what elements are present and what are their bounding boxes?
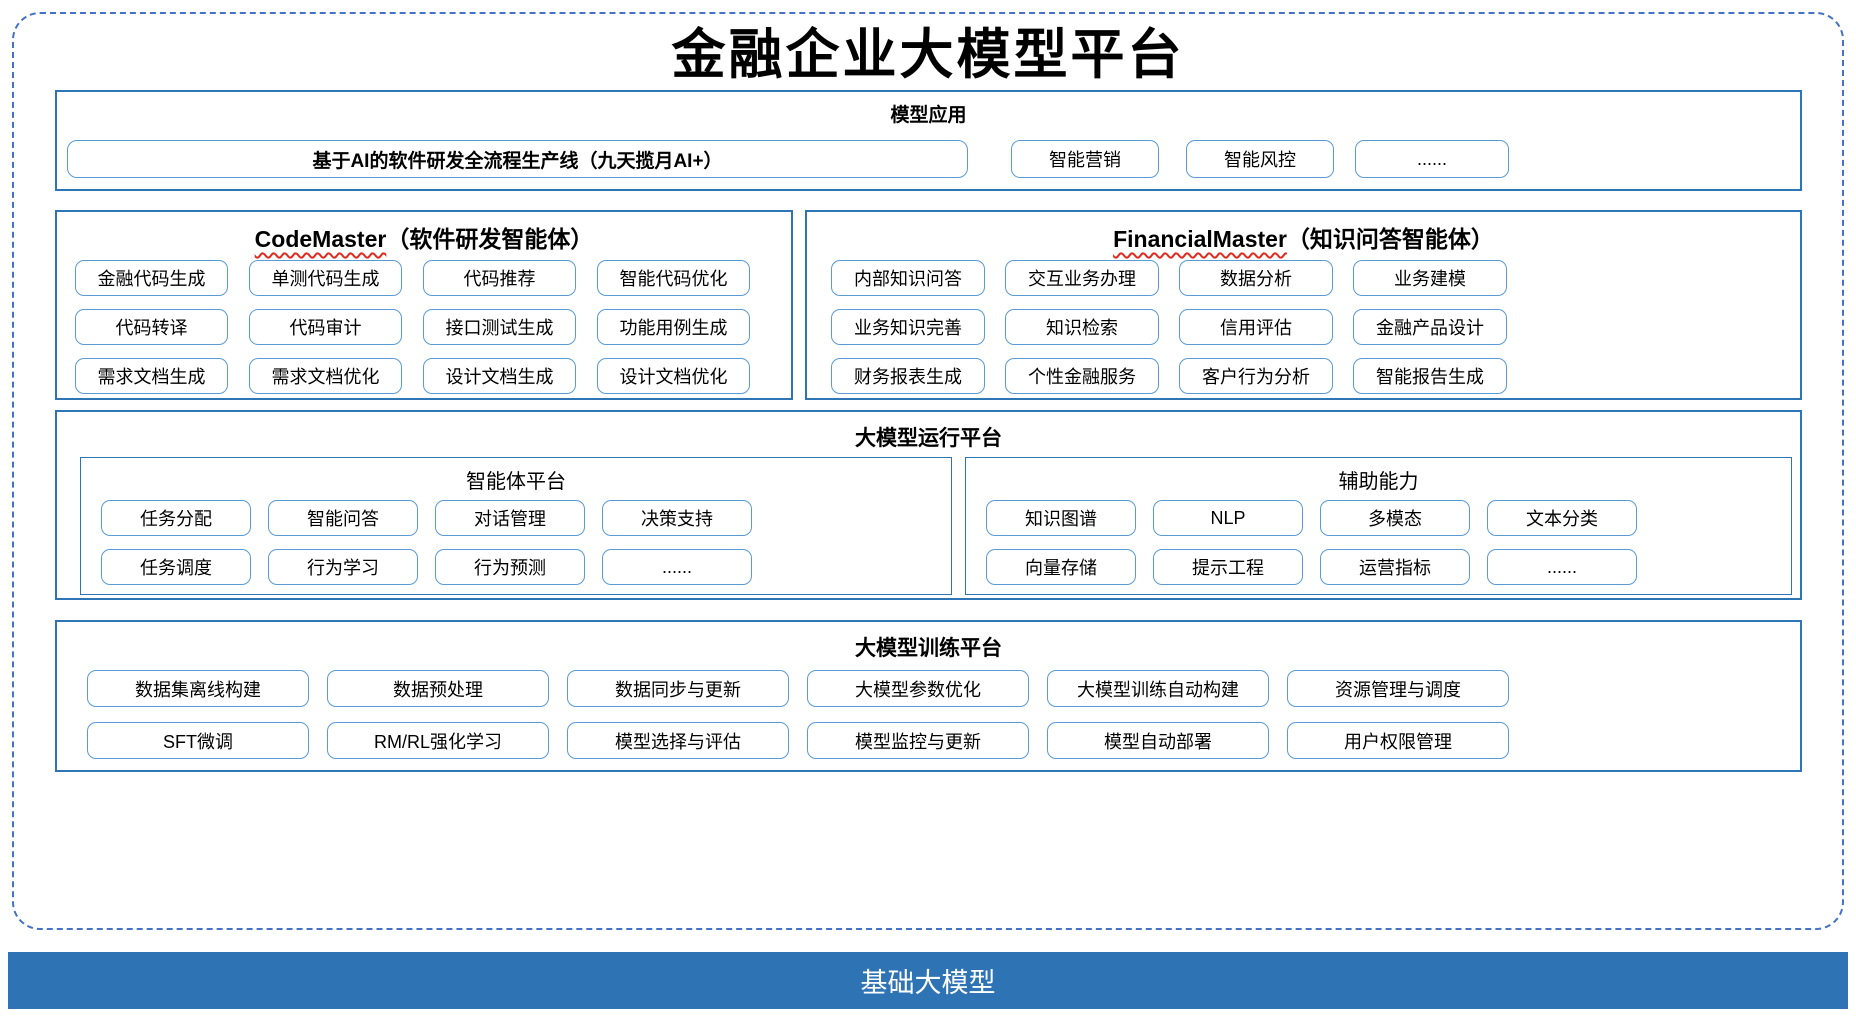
- capability-box: 大模型参数优化: [807, 670, 1029, 707]
- capability-box: 单测代码生成: [249, 260, 402, 296]
- model-apps-header: 模型应用: [890, 105, 967, 126]
- capability-box: 信用评估: [1179, 309, 1333, 345]
- capability-box: 提示工程: [1153, 549, 1303, 585]
- capability-box: 业务建模: [1353, 260, 1507, 296]
- capability-box: 代码审计: [249, 309, 402, 345]
- capability-box: 任务分配: [101, 500, 251, 536]
- capability-box: 文本分类: [1487, 500, 1637, 536]
- agent-platform-panel: 智能体平台 任务分配 智能问答 对话管理 决策支持 任务调度 行为学习 行为预测…: [80, 457, 952, 595]
- outer-dashed-frame: [12, 12, 1844, 930]
- foundation-model-bar: 基础大模型: [8, 952, 1848, 1009]
- capability-box: 内部知识问答: [831, 260, 985, 296]
- capability-box: 运营指标: [1320, 549, 1470, 585]
- capability-box: 模型监控与更新: [807, 722, 1029, 759]
- capability-box: 知识检索: [1005, 309, 1159, 345]
- capability-box: 任务调度: [101, 549, 251, 585]
- capability-box: 大模型训练自动构建: [1047, 670, 1269, 707]
- capability-box: 对话管理: [435, 500, 585, 536]
- financialmaster-panel: FinancialMaster（知识问答智能体） 内部知识问答 交互业务办理 数…: [805, 210, 1802, 400]
- capability-box: 数据分析: [1179, 260, 1333, 296]
- capability-box: 知识图谱: [986, 500, 1136, 536]
- capability-box: RM/RL强化学习: [327, 722, 549, 759]
- capability-box: 行为预测: [435, 549, 585, 585]
- capability-box: 代码转译: [75, 309, 228, 345]
- foundation-model-label: 基础大模型: [860, 968, 996, 998]
- capability-box: 资源管理与调度: [1287, 670, 1509, 707]
- capability-box: 金融产品设计: [1353, 309, 1507, 345]
- capability-box: 行为学习: [268, 549, 418, 585]
- agent-platform-grid: 任务分配 智能问答 对话管理 决策支持 任务调度 行为学习 行为预测 .....…: [101, 500, 752, 585]
- codemaster-title-zh: （软件研发智能体）: [386, 226, 594, 252]
- aux-capabilities-grid: 知识图谱 NLP 多模态 文本分类 向量存储 提示工程 运营指标 ......: [986, 500, 1637, 585]
- model-apps-row: 基于AI的软件研发全流程生产线（九天揽月AI+） 智能营销 智能风控 .....…: [67, 140, 1509, 178]
- capability-box: 智能报告生成: [1353, 358, 1507, 394]
- financialmaster-title-zh: （知识问答智能体）: [1286, 226, 1494, 252]
- capability-box: 数据同步与更新: [567, 670, 789, 707]
- training-platform-header: 大模型训练平台: [855, 637, 1002, 660]
- capability-box: 向量存储: [986, 549, 1136, 585]
- capability-box: 模型选择与评估: [567, 722, 789, 759]
- capability-box-ellipsis: ......: [602, 549, 752, 585]
- financialmaster-title: FinancialMaster（知识问答智能体）: [807, 220, 1800, 254]
- app-box: 智能营销: [1011, 140, 1159, 178]
- aux-capabilities-title: 辅助能力: [1338, 471, 1419, 493]
- codemaster-grid: 金融代码生成 单测代码生成 代码推荐 智能代码优化 代码转译 代码审计 接口测试…: [75, 260, 750, 394]
- runtime-platform-panel: 大模型运行平台 智能体平台 任务分配 智能问答 对话管理 决策支持 任务调度 行…: [55, 410, 1802, 600]
- capability-box: 金融代码生成: [75, 260, 228, 296]
- capability-box: 数据集离线构建: [87, 670, 309, 707]
- capability-box: 设计文档生成: [423, 358, 576, 394]
- capability-box: 财务报表生成: [831, 358, 985, 394]
- page-title: 金融企业大模型平台: [671, 22, 1185, 86]
- capability-box: 业务知识完善: [831, 309, 985, 345]
- capability-box: 数据预处理: [327, 670, 549, 707]
- capability-box-ellipsis: ......: [1487, 549, 1637, 585]
- financialmaster-title-en: FinancialMaster: [1113, 226, 1287, 252]
- capability-box: 决策支持: [602, 500, 752, 536]
- capability-box: 智能代码优化: [597, 260, 750, 296]
- capability-box: NLP: [1153, 500, 1303, 536]
- capability-box: 多模态: [1320, 500, 1470, 536]
- codemaster-title: CodeMaster（软件研发智能体）: [57, 220, 791, 254]
- aux-capabilities-panel: 辅助能力 知识图谱 NLP 多模态 文本分类 向量存储 提示工程 运营指标 ..…: [965, 457, 1792, 595]
- app-box-main-pipeline: 基于AI的软件研发全流程生产线（九天揽月AI+）: [67, 140, 968, 178]
- app-box-ellipsis: ......: [1355, 140, 1509, 178]
- capability-box: 需求文档生成: [75, 358, 228, 394]
- model-apps-panel: 模型应用 基于AI的软件研发全流程生产线（九天揽月AI+） 智能营销 智能风控 …: [55, 90, 1802, 191]
- capability-box: 用户权限管理: [1287, 722, 1509, 759]
- capability-box: 设计文档优化: [597, 358, 750, 394]
- capability-box: 模型自动部署: [1047, 722, 1269, 759]
- capability-box: 需求文档优化: [249, 358, 402, 394]
- financialmaster-grid: 内部知识问答 交互业务办理 数据分析 业务建模 业务知识完善 知识检索 信用评估…: [831, 260, 1507, 394]
- capability-box: 智能问答: [268, 500, 418, 536]
- capability-box: SFT微调: [87, 722, 309, 759]
- capability-box: 代码推荐: [423, 260, 576, 296]
- capability-box: 个性金融服务: [1005, 358, 1159, 394]
- agent-platform-title: 智能体平台: [466, 471, 566, 493]
- app-box: 智能风控: [1186, 140, 1334, 178]
- capability-box: 接口测试生成: [423, 309, 576, 345]
- training-platform-panel: 大模型训练平台 数据集离线构建 数据预处理 数据同步与更新 大模型参数优化 大模…: [55, 620, 1802, 772]
- codemaster-title-en: CodeMaster: [254, 226, 387, 252]
- capability-box: 功能用例生成: [597, 309, 750, 345]
- runtime-platform-header: 大模型运行平台: [855, 427, 1002, 450]
- capability-box: 交互业务办理: [1005, 260, 1159, 296]
- training-platform-grid: 数据集离线构建 数据预处理 数据同步与更新 大模型参数优化 大模型训练自动构建 …: [87, 670, 1509, 759]
- codemaster-panel: CodeMaster（软件研发智能体） 金融代码生成 单测代码生成 代码推荐 智…: [55, 210, 793, 400]
- capability-box: 客户行为分析: [1179, 358, 1333, 394]
